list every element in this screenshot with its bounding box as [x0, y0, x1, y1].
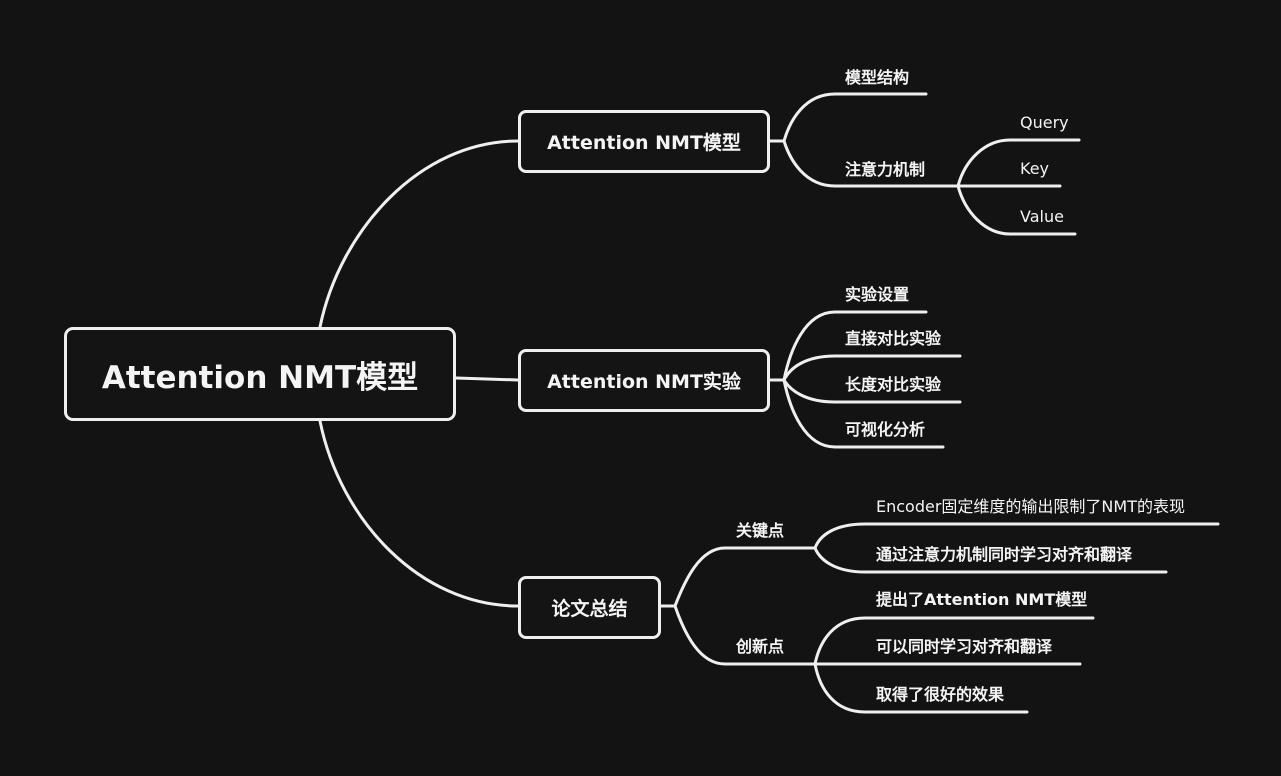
- connector-innov-1: [813, 616, 1095, 666]
- topic-value[interactable]: Value: [1020, 207, 1064, 226]
- connector-root-b1: [318, 139, 520, 329]
- connector-root-b3: [318, 419, 520, 608]
- topic-关键点[interactable]: 关键点: [736, 521, 785, 540]
- topic-实验设置[interactable]: 实验设置: [845, 285, 910, 304]
- branch-node-attention-nmt-experiment[interactable]: Attention NMT实验: [518, 349, 770, 412]
- topic-query[interactable]: Query: [1020, 113, 1069, 132]
- connector-b2-直接对比实验: [782, 354, 962, 382]
- branch-node-attention-nmt-model[interactable]: Attention NMT模型: [518, 110, 770, 173]
- connector-attn-value: [956, 184, 1077, 236]
- topic-长度对比实验[interactable]: 长度对比实验: [845, 375, 942, 394]
- connector-b1-模型结构: [768, 92, 928, 143]
- connector-key-2: [813, 546, 1168, 574]
- connector-b3-关键点: [659, 546, 817, 608]
- topic-注意力机制[interactable]: 注意力机制: [845, 160, 926, 179]
- connector-root-b2: [454, 376, 520, 382]
- topic-learn-align-translate[interactable]: 通过注意力机制同时学习对齐和翻译: [876, 545, 1133, 564]
- topic-encoder-limit[interactable]: Encoder固定维度的输出限制了NMT的表现: [876, 497, 1185, 516]
- branch-node-paper-summary[interactable]: 论文总结: [518, 576, 661, 639]
- connector-b1-注意力机制: [782, 139, 960, 188]
- connector-key-1: [813, 522, 1220, 550]
- topic-直接对比实验[interactable]: 直接对比实验: [845, 329, 942, 348]
- topic-good-results[interactable]: 取得了很好的效果: [876, 685, 1005, 704]
- topic-simultaneous-align-translate[interactable]: 可以同时学习对齐和翻译: [876, 637, 1053, 656]
- topic-可视化分析[interactable]: 可视化分析: [845, 420, 926, 439]
- root-node[interactable]: Attention NMT模型: [64, 327, 456, 421]
- connector-b2-可视化分析: [782, 378, 945, 449]
- connector-b2-长度对比实验: [782, 378, 962, 404]
- topic-创新点[interactable]: 创新点: [736, 637, 785, 656]
- connector-attn-query: [956, 138, 1081, 188]
- topic-propose-attention-nmt[interactable]: 提出了Attention NMT模型: [876, 590, 1088, 609]
- topic-key[interactable]: Key: [1020, 159, 1050, 178]
- topic-模型结构[interactable]: 模型结构: [845, 68, 910, 87]
- connector-b3-创新点: [673, 604, 817, 666]
- connector-innov-3: [813, 662, 1029, 714]
